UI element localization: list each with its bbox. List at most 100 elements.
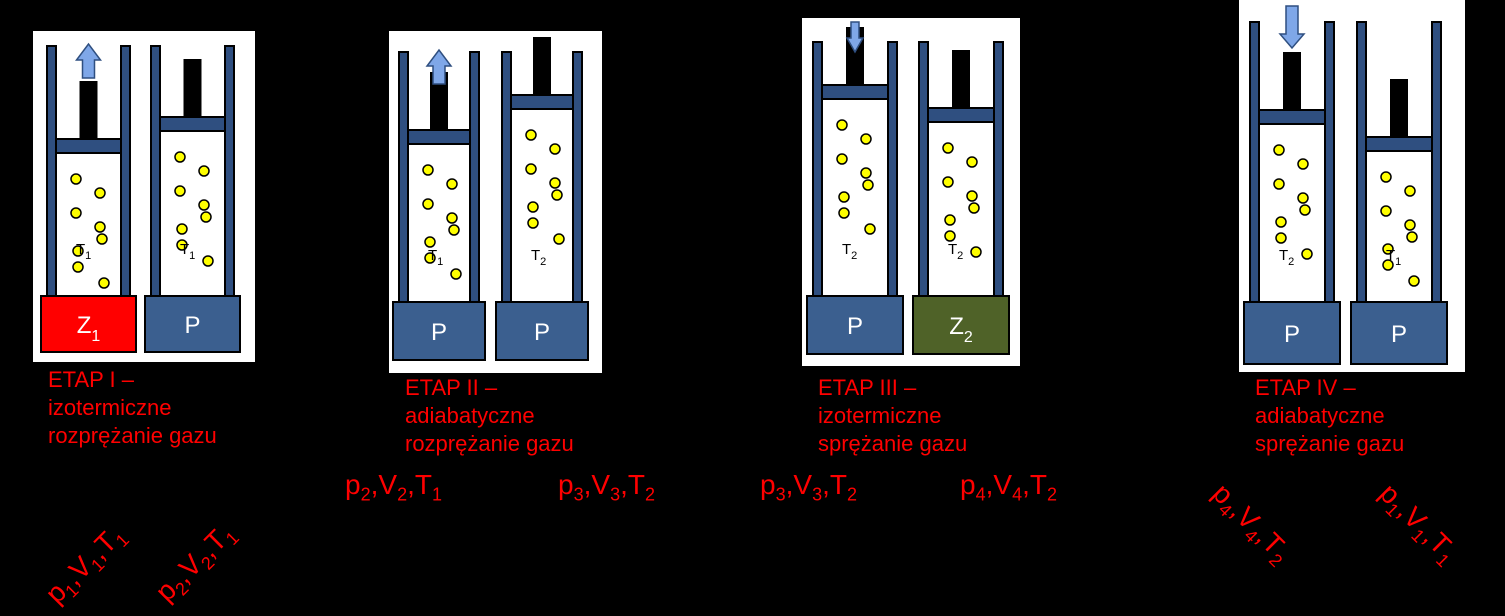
gas-molecule bbox=[1382, 259, 1394, 271]
piston-rod bbox=[430, 72, 448, 130]
arrow-shape bbox=[75, 42, 102, 79]
gas-molecule bbox=[970, 246, 982, 258]
gas-molecule bbox=[966, 190, 978, 202]
gas-molecule bbox=[1380, 171, 1392, 183]
gas-molecule bbox=[1408, 275, 1420, 287]
gas-molecule bbox=[70, 173, 82, 185]
piston-plate bbox=[407, 129, 471, 145]
cylinder-left-wall bbox=[150, 45, 161, 297]
piston-rod bbox=[79, 81, 98, 139]
piston-plate bbox=[1258, 109, 1326, 125]
reservoir-label: P bbox=[534, 319, 550, 346]
arrow-shape bbox=[1278, 5, 1306, 50]
cylinder-right-wall bbox=[120, 45, 131, 297]
gas-molecule bbox=[551, 189, 563, 201]
gas-molecule bbox=[446, 212, 458, 224]
cylinder-2: T1P bbox=[1350, 21, 1448, 365]
cylinder-left-wall bbox=[46, 45, 57, 297]
stage-2-label: ETAP II – adiabatyczne rozprężanie gazu bbox=[405, 375, 574, 456]
piston-plate bbox=[821, 84, 889, 100]
reservoir-block bbox=[392, 301, 486, 361]
gas-molecule bbox=[1382, 243, 1394, 255]
piston-plate bbox=[510, 94, 574, 110]
piston-plate bbox=[159, 116, 226, 132]
gas-molecule bbox=[450, 268, 462, 280]
state-2b-label: p2,V2,T1 bbox=[345, 469, 442, 505]
gas-molecule bbox=[176, 239, 188, 251]
gas-molecule bbox=[836, 153, 848, 165]
gas-molecule bbox=[94, 187, 106, 199]
cylinder-1: T1P bbox=[392, 51, 486, 361]
cylinder-right-wall bbox=[572, 51, 583, 303]
up-arrow-icon bbox=[425, 48, 453, 85]
cylinder-right-wall bbox=[993, 41, 1004, 297]
gas-molecule bbox=[942, 142, 954, 154]
cylinder-right-wall bbox=[1431, 21, 1442, 303]
gas-molecule bbox=[1273, 144, 1285, 156]
cylinder-left-wall bbox=[398, 51, 409, 303]
piston-rod bbox=[1390, 79, 1408, 137]
reservoir-block bbox=[806, 295, 904, 355]
gas-molecule bbox=[527, 201, 539, 213]
cylinder-right-wall bbox=[1324, 21, 1335, 303]
stage-1-label: ETAP I – izotermiczne rozprężanie gazu bbox=[48, 367, 217, 448]
gas-molecule bbox=[202, 255, 214, 267]
gas-molecule bbox=[1404, 185, 1416, 197]
gas-molecule bbox=[422, 198, 434, 210]
reservoir-block bbox=[1350, 301, 1448, 365]
cylinder-left-wall bbox=[1249, 21, 1260, 303]
gas-molecule bbox=[1404, 219, 1416, 231]
gas-molecule bbox=[525, 163, 537, 175]
gas-molecule bbox=[198, 165, 210, 177]
piston-rod bbox=[952, 50, 970, 108]
gas-molecule bbox=[549, 177, 561, 189]
gas-molecule bbox=[1273, 178, 1285, 190]
gas-molecule bbox=[860, 133, 872, 145]
state-4-label: p4,V4,T2 bbox=[960, 469, 1057, 505]
cylinder-left-wall bbox=[501, 51, 512, 303]
gas-molecule bbox=[96, 233, 108, 245]
gas-molecule bbox=[1275, 232, 1287, 244]
reservoir-label: P bbox=[1284, 321, 1300, 348]
gas-molecule bbox=[1380, 205, 1392, 217]
reservoir-block bbox=[495, 301, 589, 361]
gas-molecule bbox=[448, 224, 460, 236]
gas-molecule bbox=[70, 207, 82, 219]
stage-3-label: ETAP III – izotermiczne sprężanie gazu bbox=[818, 375, 968, 456]
piston-plate bbox=[1365, 136, 1433, 152]
piston-plate bbox=[927, 107, 995, 123]
state-3b-label: p3,V3,T2 bbox=[760, 469, 857, 505]
reservoir-block bbox=[1243, 301, 1341, 365]
gas-molecule bbox=[838, 191, 850, 203]
gas-molecule bbox=[198, 199, 210, 211]
gas-molecule bbox=[836, 119, 848, 131]
cylinder-1: T2P bbox=[1243, 21, 1341, 365]
gas-molecule bbox=[942, 176, 954, 188]
gas-molecule bbox=[525, 129, 537, 141]
reservoir-block bbox=[912, 295, 1010, 355]
reservoir-block bbox=[144, 295, 241, 353]
piston-plate bbox=[55, 138, 122, 154]
gas-molecule bbox=[860, 167, 872, 179]
piston-rod bbox=[1283, 52, 1301, 110]
arrow-shape bbox=[425, 48, 453, 85]
down-arrow-icon bbox=[1278, 5, 1306, 50]
arrow-shape bbox=[845, 21, 865, 54]
gas-molecule bbox=[1299, 204, 1311, 216]
gas-molecule bbox=[527, 217, 539, 229]
cylinder-2: T2P bbox=[495, 37, 589, 361]
gas-molecule bbox=[72, 245, 84, 257]
gas-molecule bbox=[944, 230, 956, 242]
gas-molecule bbox=[424, 236, 436, 248]
gas-molecule bbox=[968, 202, 980, 214]
gas-molecule bbox=[422, 164, 434, 176]
gas-molecule bbox=[864, 223, 876, 235]
down-arrow-icon bbox=[845, 21, 865, 54]
cylinder-1: T2P bbox=[806, 27, 904, 355]
gas-molecule bbox=[1275, 216, 1287, 228]
cylinder-left-wall bbox=[918, 41, 929, 297]
